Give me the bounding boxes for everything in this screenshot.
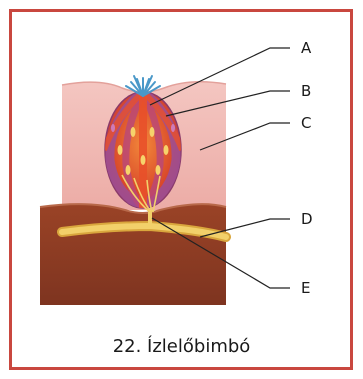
label-a: A <box>301 39 312 57</box>
label-e: E <box>301 279 310 297</box>
connective-tissue <box>40 204 226 305</box>
figure-caption: 22. Ízlelőbimbó <box>0 336 363 357</box>
label-b: B <box>301 82 311 100</box>
label-c: C <box>301 114 311 132</box>
label-d: D <box>301 210 313 228</box>
